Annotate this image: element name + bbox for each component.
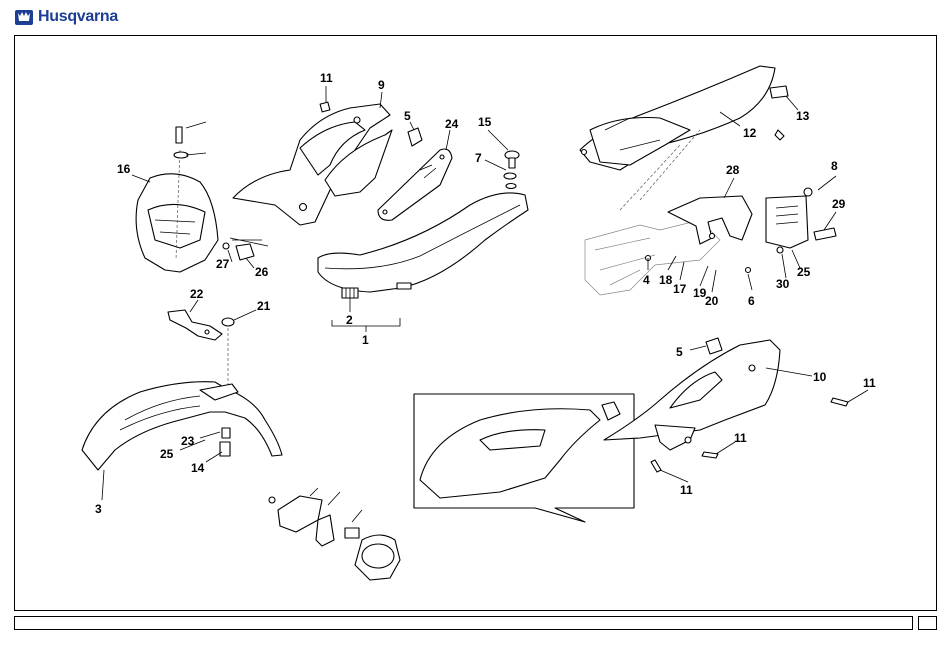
bracket-lower-part — [269, 488, 400, 580]
front-fender-part — [82, 382, 282, 470]
callout-11-right: 11 — [863, 376, 876, 390]
callout-23: 23 — [181, 434, 195, 448]
callout-1: 1 — [362, 333, 369, 347]
callout-25-left: 25 — [160, 447, 174, 461]
callout-10: 10 — [813, 370, 827, 384]
detail-inset-box — [414, 394, 634, 522]
callout-27: 27 — [216, 257, 230, 271]
screw-15-part — [504, 151, 519, 189]
callout-26: 26 — [255, 265, 269, 279]
callout-25-right: 25 — [797, 265, 811, 279]
bracket-28-part — [668, 196, 752, 244]
callout-6: 6 — [748, 294, 755, 308]
callout-11-bottom: 11 — [680, 483, 693, 497]
callout-14: 14 — [191, 461, 205, 475]
callout-22: 22 — [190, 287, 204, 301]
callout-15: 15 — [478, 115, 492, 129]
rear-fender-part — [580, 66, 788, 170]
callout-11-top: 11 — [320, 71, 333, 85]
headlight-mask-part — [136, 122, 218, 272]
callout-21: 21 — [257, 299, 271, 313]
callout-30: 30 — [776, 277, 790, 291]
callout-5-top: 5 — [404, 109, 411, 123]
bracket-1 — [332, 318, 400, 326]
callout-20: 20 — [705, 294, 719, 308]
callout-7: 7 — [475, 151, 482, 165]
clip-26-part — [223, 238, 268, 260]
callout-16: 16 — [117, 162, 131, 176]
seat-part — [318, 193, 528, 298]
number-plate-24-part — [378, 149, 452, 220]
callout-9: 9 — [378, 78, 385, 92]
callout-29: 29 — [832, 197, 846, 211]
callout-17: 17 — [673, 282, 687, 296]
callout-11-mid: 11 — [734, 431, 747, 445]
callout-28: 28 — [726, 163, 740, 177]
callout-24: 24 — [445, 117, 459, 131]
callout-5-right: 5 — [676, 345, 683, 359]
callout-18: 18 — [659, 273, 673, 287]
callout-3: 3 — [95, 502, 102, 516]
callout-13: 13 — [796, 109, 810, 123]
callout-4: 4 — [643, 273, 650, 287]
bracket-22-part — [168, 310, 234, 390]
callout-2: 2 — [346, 313, 353, 327]
callout-12: 12 — [743, 126, 757, 140]
callout-8: 8 — [831, 159, 838, 173]
